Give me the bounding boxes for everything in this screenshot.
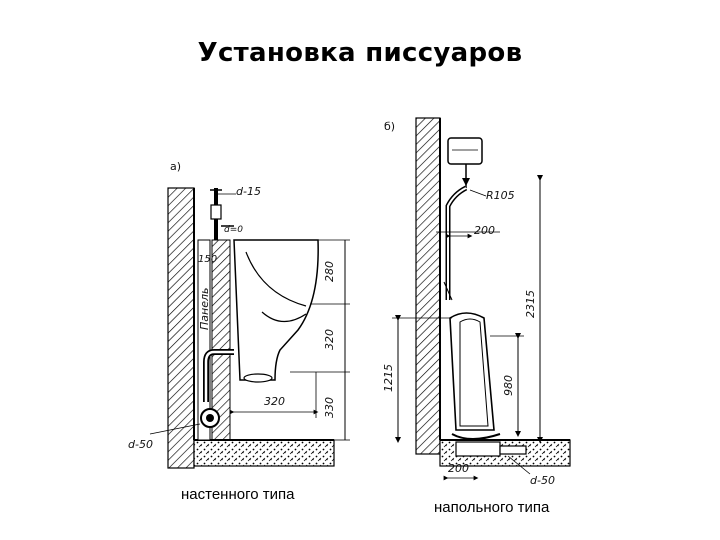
wall-b: [415, 117, 441, 455]
diagram-wall-type: а) Панель 280 320 330: [128, 160, 350, 469]
diagram-b-label: б): [384, 120, 395, 133]
pipe-d-small-label: d=0: [224, 225, 243, 235]
drain-outlet-icon: [499, 445, 527, 455]
page-title: Установка писсуаров: [197, 38, 523, 68]
dim-2315: 2315: [524, 290, 537, 318]
floor-urinal: [449, 312, 495, 431]
flush-tank: [447, 137, 483, 165]
dim-320-vertical: 320: [323, 329, 336, 350]
radius-r105: R105: [486, 189, 515, 202]
dim-150: 150: [198, 254, 217, 265]
caption-floor-type: напольного типа: [434, 499, 550, 516]
dim-200-top: 200: [474, 224, 495, 237]
dim-200-bottom: 200: [448, 462, 469, 475]
dim-1215: 1215: [382, 364, 395, 392]
wall-a: [167, 187, 195, 469]
dim-330: 330: [323, 397, 336, 418]
diagram-a-label: а): [170, 160, 181, 173]
urinal-bowl: [233, 239, 319, 381]
diagram-floor-type: б) 2315 1215 980 R105: [382, 117, 571, 487]
caption-wall-type: настенного типа: [181, 486, 295, 503]
dim-280: 280: [323, 261, 336, 282]
pipe-d15-label: d-15: [236, 185, 261, 198]
valve-icon: [210, 204, 222, 220]
drain-d50-label-a: d-50: [128, 438, 153, 451]
floor-a: [193, 439, 335, 467]
panel-label: Панель: [198, 288, 211, 331]
dim-320-horizontal: 320: [264, 395, 285, 408]
dim-980: 980: [502, 375, 515, 396]
drain-d50-label-b: d-50: [530, 474, 555, 487]
